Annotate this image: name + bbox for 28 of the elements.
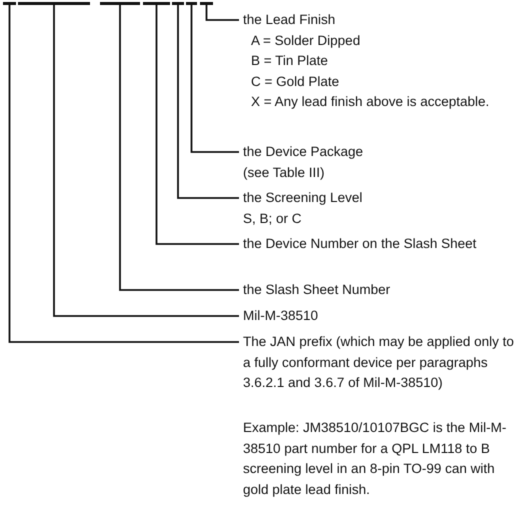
leader-label: the Slash Sheet Number [243, 280, 519, 300]
leader-line [119, 5, 239, 291]
code-description: X = Any lead finish above is acceptable. [250, 93, 490, 111]
code-description: B = Tin Plate [250, 52, 329, 70]
blank-field-bar [3, 2, 16, 5]
leader-line [177, 5, 239, 199]
code-description: A = Solder Dipped [250, 32, 362, 50]
note-text: (see Table III) [243, 164, 326, 182]
note-text: S, B; or C [243, 210, 303, 228]
blank-field-bar [143, 2, 170, 5]
leader-label: the Screening Level [243, 189, 364, 207]
leader-label: the Lead Finish [243, 11, 336, 29]
leader-label: The JAN prefix (which may be applied only to a fully conformant device per paragraphs 3.6.2.1 and 3.6.7 of Mil-M-38510) [243, 332, 519, 394]
leader-line [156, 5, 239, 245]
blank-field-bar [200, 2, 213, 5]
blank-field-bar [18, 2, 90, 5]
blank-field-bar [186, 2, 197, 5]
leader-label: the Device Number on the Slash Sheet [243, 234, 519, 254]
leader-line [206, 5, 239, 21]
leader-line [8, 5, 239, 343]
leader-line [53, 5, 239, 317]
blank-field-bar [100, 2, 140, 5]
example-note: Example: JM38510/10107BGC is the Mil-M-38510 part number for a QPL LM118 to B screening level in an 8-pin TO-99 can with gold plate lead finish. [243, 419, 508, 499]
leader-line [190, 5, 239, 153]
code-description: C = Gold Plate [250, 72, 340, 90]
blank-field-bar [172, 2, 184, 5]
leader-label: the Device Package [243, 143, 364, 161]
leader-label: Mil-M-38510 [243, 306, 519, 326]
